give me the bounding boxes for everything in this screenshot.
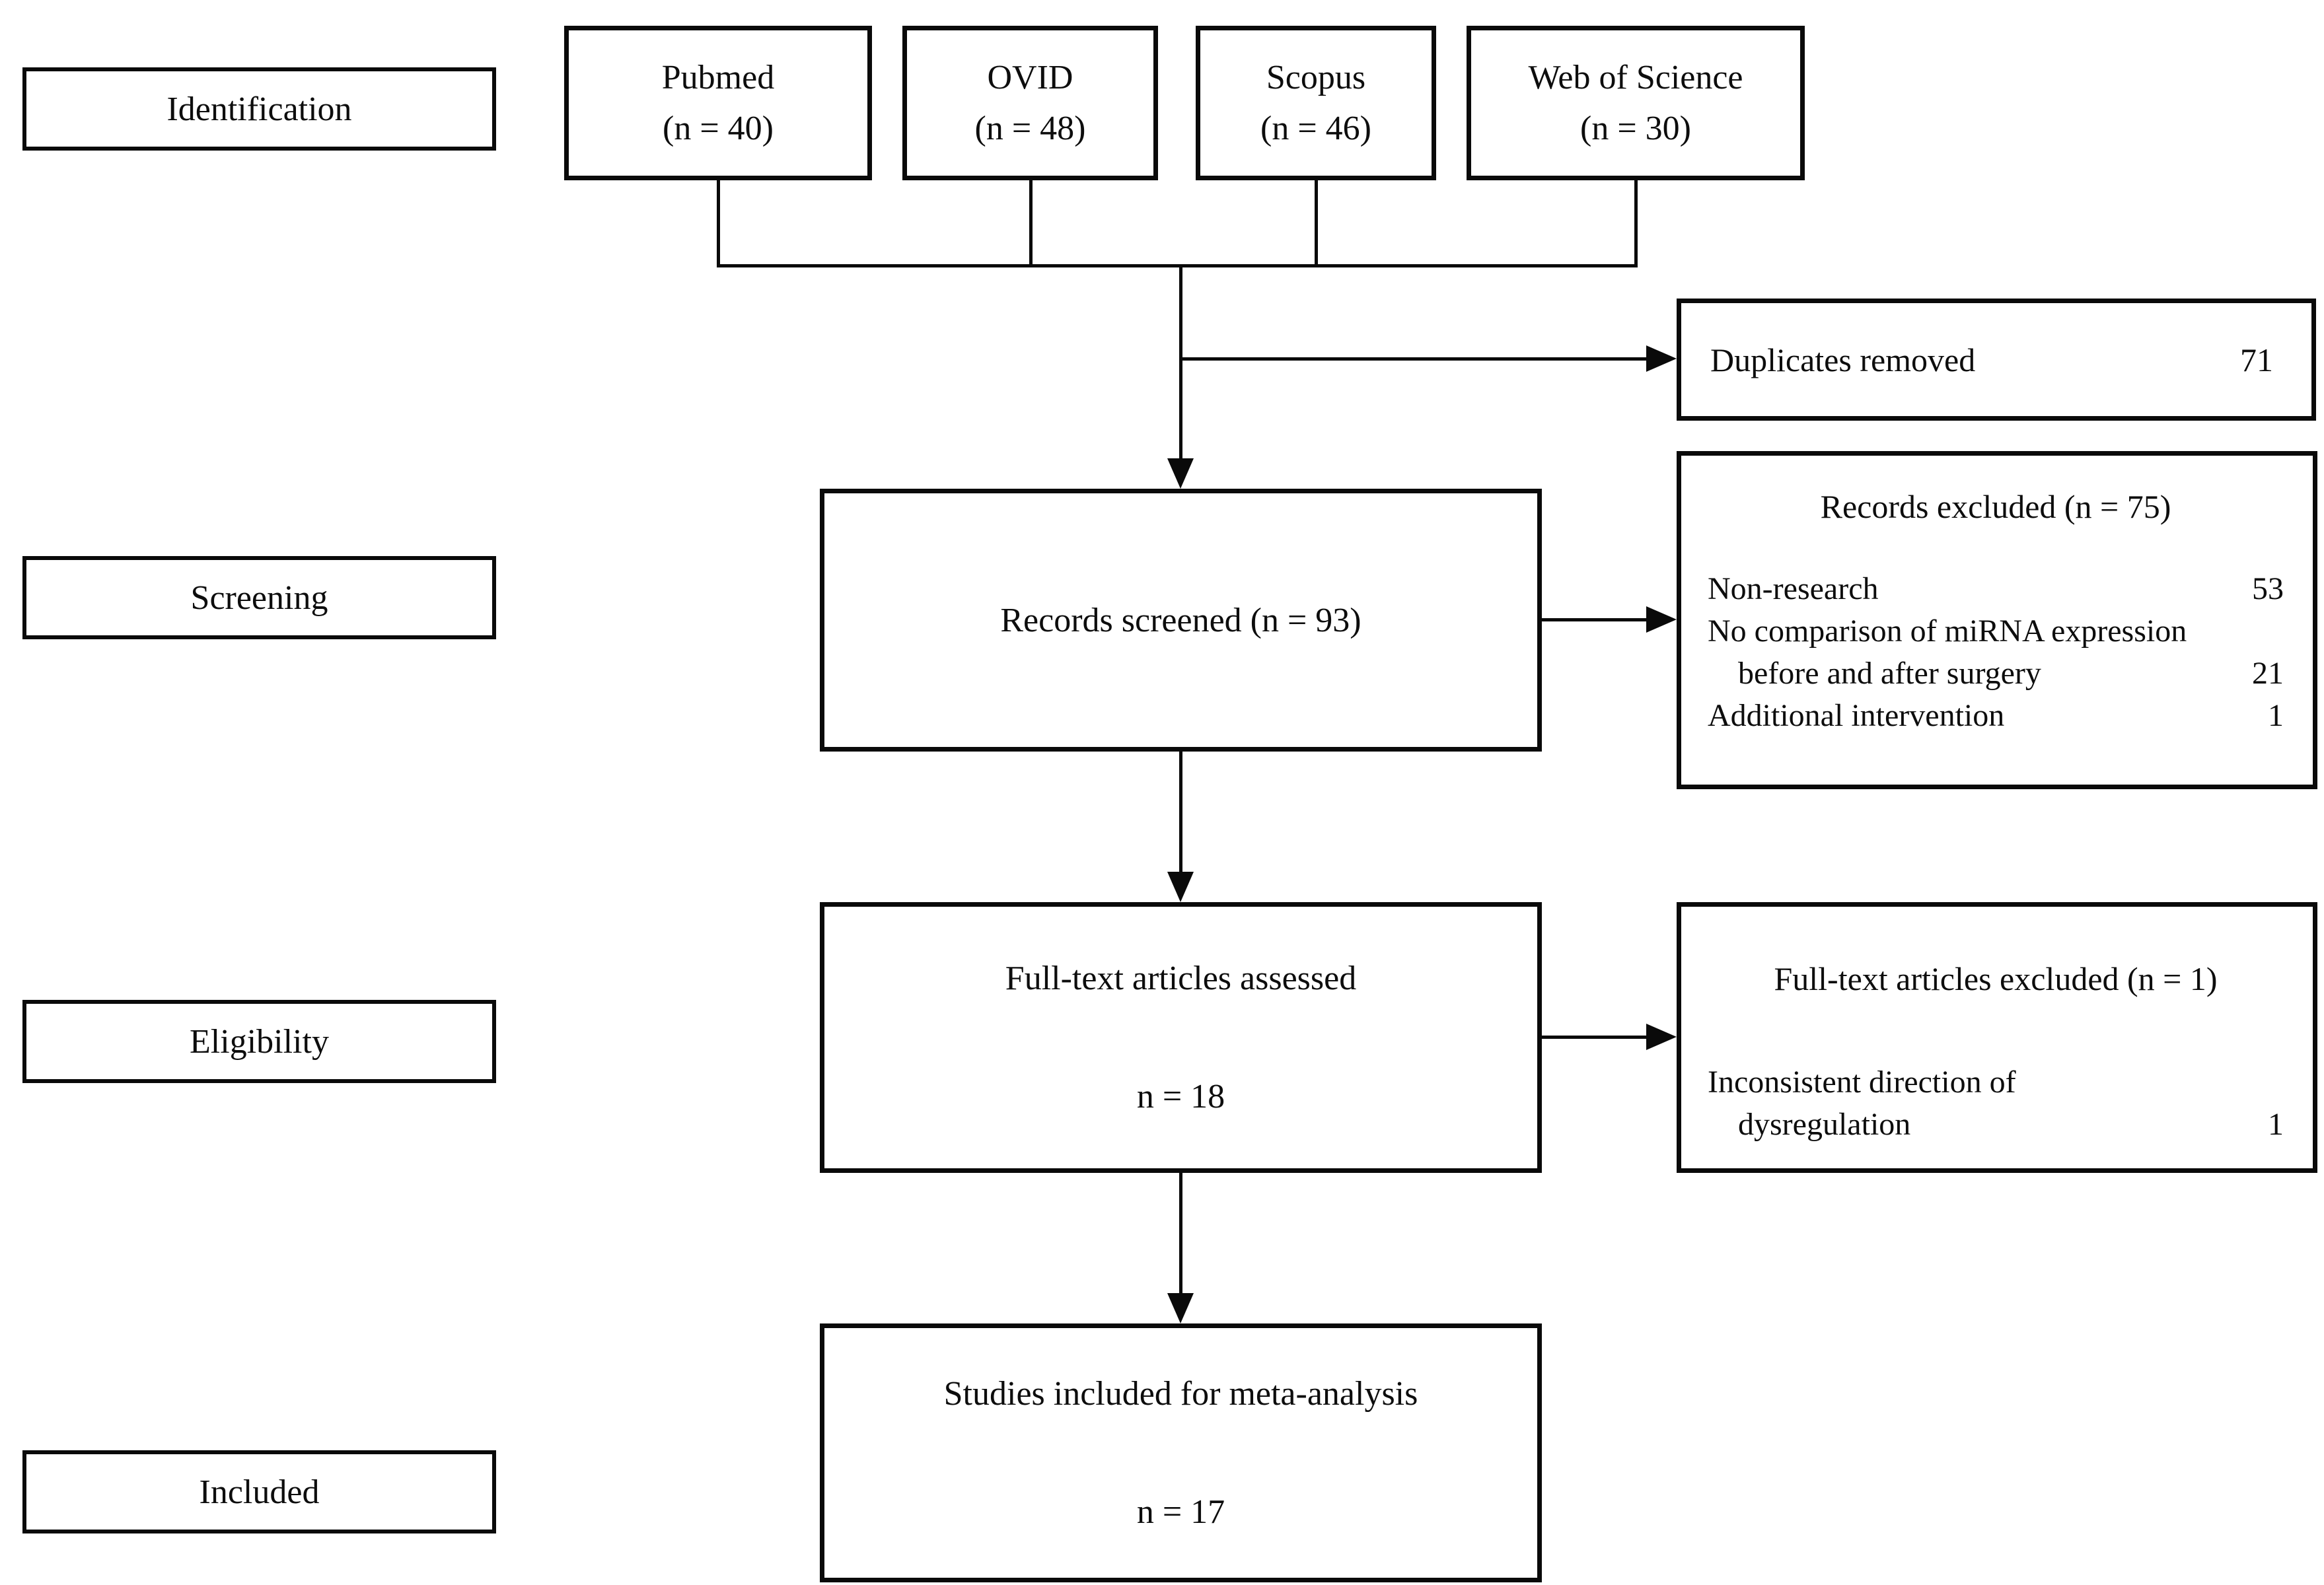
exclusion-reason-row: Additional intervention 1 xyxy=(1708,695,2284,737)
duplicates-removed-label: Duplicates removed xyxy=(1710,341,1976,378)
connector-drop-ovid xyxy=(1029,180,1033,267)
reason-no-comparison-value: 21 xyxy=(2252,656,2284,691)
connector-drop-wos xyxy=(1634,180,1638,267)
fulltext-assessed-label: Full-text articles assessed xyxy=(1005,960,1357,997)
source-box-web-of-science: Web of Science (n = 30) xyxy=(1467,26,1805,180)
reason-no-comparison-line1: No comparison of miRNA expression xyxy=(1708,614,2187,649)
stage-label-screening-text: Screening xyxy=(190,579,328,617)
stage-label-eligibility: Eligibility xyxy=(22,1000,496,1083)
source-wos-count: (n = 30) xyxy=(1580,110,1691,147)
records-screened-box: Records screened (n = 93) xyxy=(820,489,1542,752)
stage-label-identification: Identification xyxy=(22,67,496,151)
stage-label-included: Included xyxy=(22,1450,496,1533)
reason-additional-intervention: Additional intervention xyxy=(1708,698,2005,733)
exclusion-reason-row: Inconsistent direction of dysregulation … xyxy=(1708,1061,2284,1146)
stage-label-screening: Screening xyxy=(22,556,496,639)
source-box-pubmed: Pubmed (n = 40) xyxy=(564,26,872,180)
reason-inconsistent-line2: dysregulation xyxy=(1738,1107,1911,1142)
studies-included-label: Studies included for meta-analysis xyxy=(943,1375,1418,1413)
reason-inconsistent-value: 1 xyxy=(2268,1107,2284,1142)
arrowhead-to-fulltext-excluded xyxy=(1646,1024,1677,1050)
duplicates-removed-value: 71 xyxy=(2240,341,2273,378)
source-pubmed-count: (n = 40) xyxy=(663,110,774,147)
connector-collector-line xyxy=(717,264,1638,267)
reason-additional-intervention-value: 1 xyxy=(2268,698,2284,733)
reason-non-research: Non-research xyxy=(1708,571,1879,606)
connector-screened-drop xyxy=(1179,752,1182,874)
source-wos-name: Web of Science xyxy=(1528,59,1743,96)
connector-drop-scopus xyxy=(1315,180,1318,267)
fulltext-excluded-box: Full-text articles excluded (n = 1) Inco… xyxy=(1677,902,2317,1173)
connector-drop-pubmed xyxy=(717,180,720,267)
connector-screened-to-excluded xyxy=(1542,618,1648,621)
records-excluded-title: Records excluded (n = 75) xyxy=(1820,488,2171,525)
arrowhead-to-records-excluded xyxy=(1646,606,1677,633)
fulltext-excluded-title: Full-text articles excluded (n = 1) xyxy=(1774,960,2218,997)
source-pubmed-name: Pubmed xyxy=(661,59,775,96)
stage-label-eligibility-text: Eligibility xyxy=(190,1022,329,1061)
arrowhead-to-fulltext-assessed xyxy=(1167,872,1194,902)
source-box-ovid: OVID (n = 48) xyxy=(902,26,1158,180)
records-excluded-reasons: Non-research 53 No comparison of miRNA e… xyxy=(1708,568,2284,737)
studies-included-box: Studies included for meta-analysis n = 1… xyxy=(820,1323,1542,1582)
connector-assessed-to-excluded xyxy=(1542,1036,1648,1039)
duplicates-removed-box: Duplicates removed 71 xyxy=(1677,299,2316,421)
records-excluded-box: Records excluded (n = 75) Non-research 5… xyxy=(1677,451,2317,789)
arrowhead-to-studies-included xyxy=(1167,1293,1194,1323)
connector-duplicates-branch xyxy=(1180,357,1649,361)
reason-no-comparison-line2: before and after surgery xyxy=(1738,656,2041,691)
arrowhead-to-duplicates xyxy=(1646,345,1677,372)
reason-inconsistent-line1: Inconsistent direction of xyxy=(1708,1065,2016,1100)
stage-label-included-text: Included xyxy=(199,1473,320,1511)
studies-included-count: n = 17 xyxy=(1136,1493,1225,1531)
fulltext-assessed-count: n = 18 xyxy=(1136,1078,1225,1115)
fulltext-assessed-box: Full-text articles assessed n = 18 xyxy=(820,902,1542,1173)
reason-non-research-value: 53 xyxy=(2252,571,2284,606)
source-ovid-name: OVID xyxy=(987,59,1073,96)
exclusion-reason-row: Non-research 53 xyxy=(1708,568,2284,610)
connector-assessed-drop xyxy=(1179,1173,1182,1296)
fulltext-excluded-reasons: Inconsistent direction of dysregulation … xyxy=(1708,1061,2284,1146)
arrowhead-to-records-screened xyxy=(1167,458,1194,489)
records-screened-label: Records screened (n = 93) xyxy=(1000,601,1362,639)
source-scopus-name: Scopus xyxy=(1266,59,1366,96)
source-box-scopus: Scopus (n = 46) xyxy=(1196,26,1436,180)
source-ovid-count: (n = 48) xyxy=(974,110,1086,147)
stage-label-identification-text: Identification xyxy=(166,90,352,128)
source-scopus-count: (n = 46) xyxy=(1260,110,1371,147)
exclusion-reason-row: No comparison of miRNA expression before… xyxy=(1708,610,2284,695)
connector-main-drop xyxy=(1179,264,1182,462)
